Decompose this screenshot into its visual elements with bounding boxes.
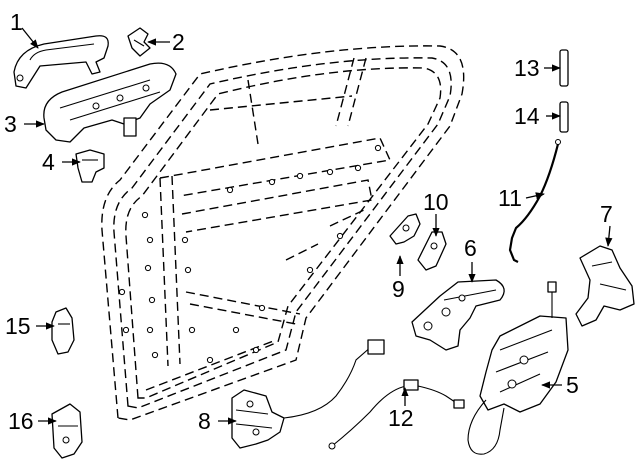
callout-14: 14 xyxy=(514,103,540,129)
callout-15: 15 xyxy=(5,313,31,339)
part-16-module xyxy=(51,403,83,459)
part-7-latch-housing xyxy=(575,245,635,327)
callout-5: 5 xyxy=(566,372,579,398)
callout-9: 9 xyxy=(392,276,405,302)
part-2-clip xyxy=(127,27,151,57)
callout-3: 3 xyxy=(4,111,17,137)
part-15-switch xyxy=(51,307,75,355)
part-11-lock-rod xyxy=(508,139,561,263)
part-6-lock-bracket xyxy=(411,279,505,351)
part-14-pin xyxy=(559,101,569,133)
callout-16: 16 xyxy=(8,408,34,434)
door-frame-holes xyxy=(118,144,382,364)
part-8-door-motor xyxy=(231,339,385,449)
part-13-pin xyxy=(559,49,569,87)
part-4-bracket xyxy=(75,149,105,183)
callout-8: 8 xyxy=(198,408,211,434)
callout-2: 2 xyxy=(172,29,185,55)
callout-labels: 1 2 3 4 5 6 7 8 9 10 11 12 13 14 15 16 xyxy=(4,9,613,434)
callout-6: 6 xyxy=(464,235,477,261)
callout-12: 12 xyxy=(388,405,414,431)
part-5-lock-actuator xyxy=(467,281,569,455)
callout-4: 4 xyxy=(42,149,55,175)
part-9-bracket xyxy=(389,213,421,245)
part-10-bracket xyxy=(417,231,447,271)
callout-10: 10 xyxy=(423,189,449,215)
part-12-cable xyxy=(328,379,465,450)
callout-leaders xyxy=(21,27,613,425)
callout-1: 1 xyxy=(10,9,23,35)
part-3-handle-carrier xyxy=(43,62,177,143)
callout-11: 11 xyxy=(498,185,522,211)
callout-7: 7 xyxy=(600,201,613,227)
callout-13: 13 xyxy=(514,55,540,81)
door-frame xyxy=(101,45,465,421)
part-1-outside-handle xyxy=(13,35,109,89)
